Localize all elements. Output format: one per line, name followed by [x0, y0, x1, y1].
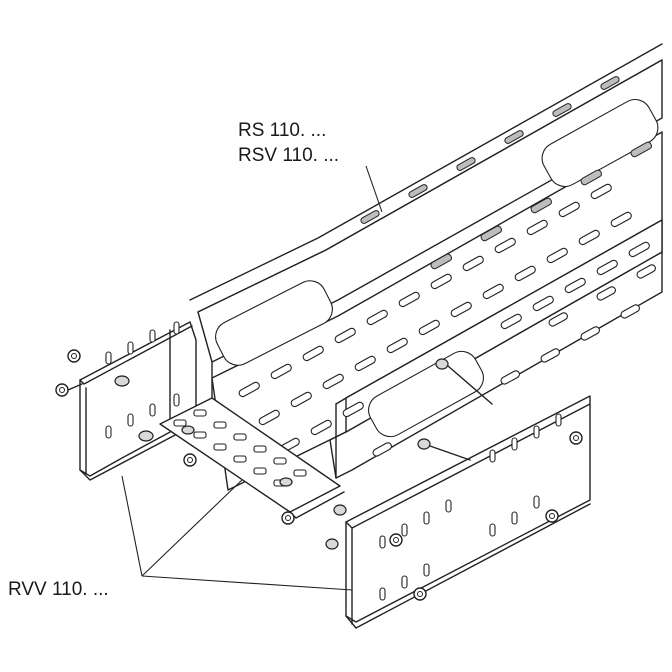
part-label-rvv: RVV 110. ...: [8, 579, 109, 600]
part-label-rs: RS 110. ...: [238, 120, 327, 141]
front-wall-slots: [372, 264, 656, 457]
leader-lines: [121, 165, 383, 591]
right-connector-plate: [325, 358, 591, 629]
left-connector-plate: [55, 321, 197, 481]
floor-slots: [238, 183, 650, 454]
rail-slots: [360, 76, 652, 270]
cable-tray: [189, 43, 663, 491]
floor-connector-plate: [159, 397, 345, 525]
part-label-rsv: RSV 110. ...: [238, 145, 340, 166]
